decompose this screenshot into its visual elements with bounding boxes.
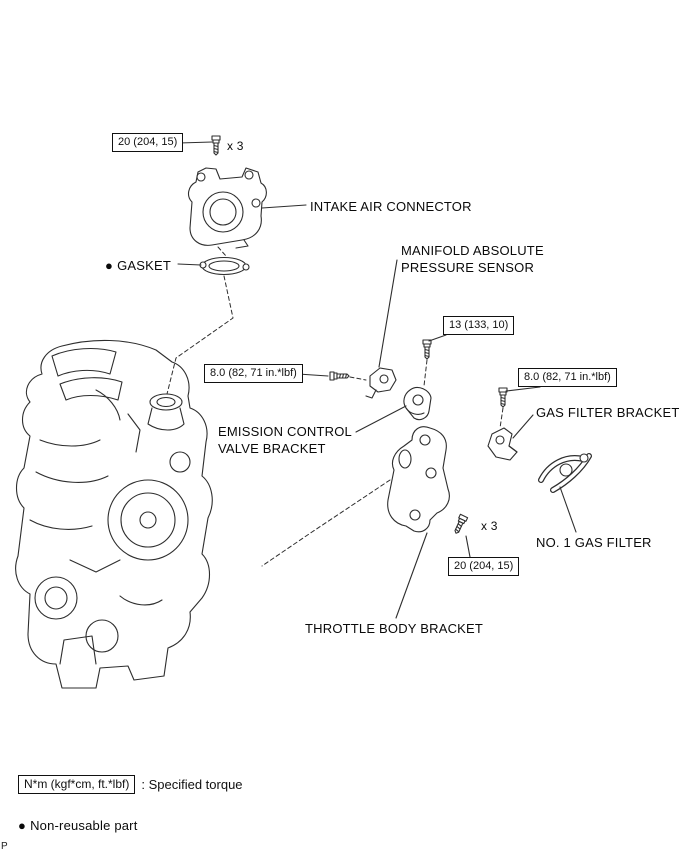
bolt-icon-intake [211,135,221,156]
label-emission-line2: VALVE BRACKET [218,441,326,456]
torque-spec-gas-filter: 8.0 (82, 71 in.*lbf) [518,368,617,387]
legend-non-reusable: ●Non-reusable part [18,817,138,834]
label-throttle-body-bracket: THROTTLE BODY BRACKET [305,621,484,636]
gasket-drawing [199,256,250,276]
label-emission-line1: EMISSION CONTROL [218,424,352,439]
label-intake-air-connector: INTAKE AIR CONNECTOR [310,199,472,214]
intake-air-connector-drawing [187,167,267,249]
torque-spec-intake: 20 (204, 15) [112,133,184,152]
page-corner-mark: P [1,841,8,852]
label-gasket: ●GASKET [105,257,171,274]
legend-torque-desc: : Specified torque [141,777,243,792]
engine-drawing [15,339,213,689]
label-map-sensor: MANIFOLD ABSOLUTE PRESSURE SENSOR [401,242,544,276]
label-no1-gas-filter: NO. 1 GAS FILTER [536,535,652,550]
label-gasket-text: GASKET [117,258,171,273]
legend-torque-unit-box: N*m (kgf*cm, ft.*lbf) [18,775,136,794]
non-reusable-bullet-icon: ● [105,258,114,273]
torque-spec-map: 13 (133, 10) [443,316,515,335]
legend-specified-torque: N*m (kgf*cm, ft.*lbf) : Specified torque [18,775,243,794]
bolt-icon-map [422,339,432,360]
bolt-icon-throttle [451,513,469,536]
no1-gas-filter-drawing [538,453,592,493]
assembly-dashed-lines [166,246,504,567]
label-emission-valve-bracket: EMISSION CONTROL VALVE BRACKET [218,423,352,457]
emission-valve-bracket-drawing [403,387,432,421]
torque-spec-emission: 8.0 (82, 71 in.*lbf) [204,364,303,383]
label-map-sensor-line1: MANIFOLD ABSOLUTE [401,243,544,258]
bolt-count-intake: x 3 [227,139,244,153]
label-map-sensor-line2: PRESSURE SENSOR [401,260,535,275]
torque-spec-throttle: 20 (204, 15) [448,557,520,576]
gas-filter-bracket-drawing [487,427,518,461]
leader-lines [177,141,577,619]
map-sensor-drawing [365,367,397,399]
bolt-icon-emission [329,371,350,381]
label-gas-filter-bracket: GAS FILTER BRACKET [536,405,680,420]
legend-non-reusable-text: Non-reusable part [30,818,138,833]
throttle-body-bracket-drawing [387,426,450,533]
non-reusable-bullet-icon: ● [18,818,27,833]
bolt-count-throttle: x 3 [481,519,498,533]
